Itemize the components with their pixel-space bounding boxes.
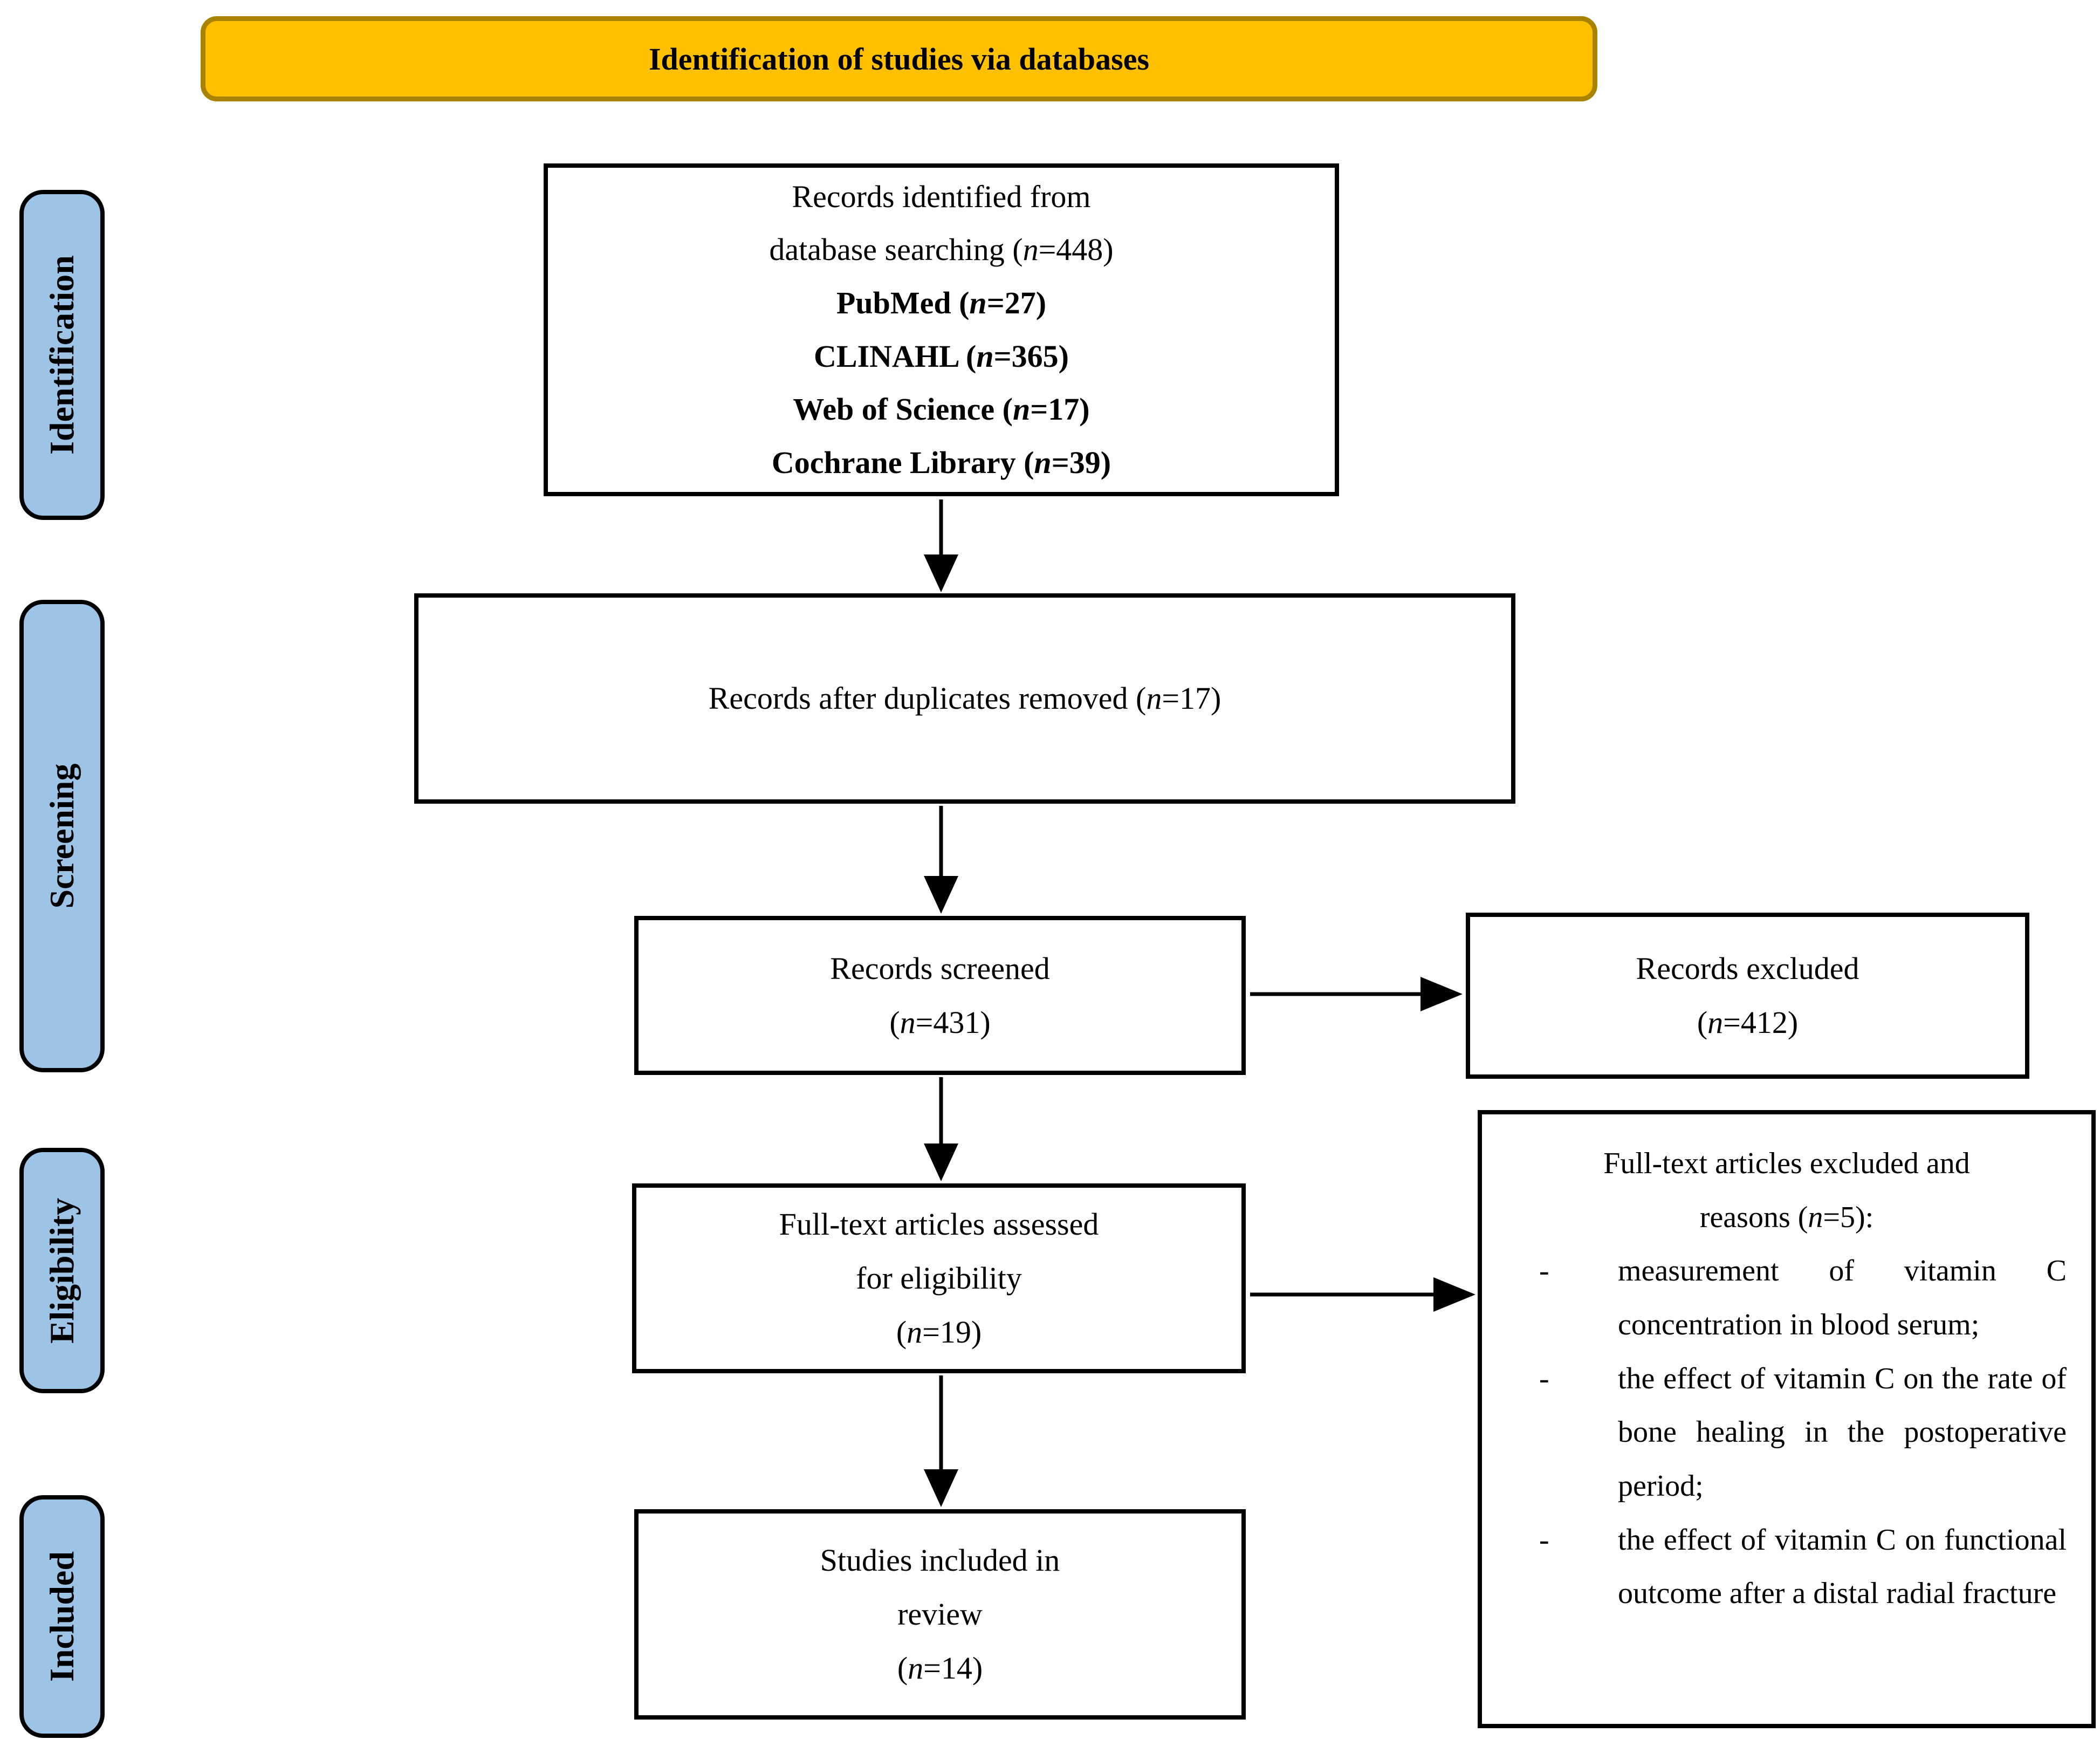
box-records-excluded: Records excluded(n=412) (1466, 913, 2029, 1079)
stage-label-included: Included (19, 1495, 105, 1738)
stage-label-screening: Screening (19, 600, 105, 1072)
box-records-screened: Records screened(n=431) (634, 916, 1246, 1075)
arrow-fulltext-to-included (924, 1375, 958, 1507)
stage-label-eligibility-text: Eligibility (43, 1197, 81, 1344)
arrow-identified-to-deduplicated (924, 499, 958, 592)
arrow-fulltext-to-reasons (1250, 1277, 1476, 1312)
stage-label-screening-text: Screening (43, 763, 81, 909)
banner-identification-via-databases: Identification of studies via databases (201, 16, 1597, 101)
stage-label-included-text: Included (43, 1551, 81, 1682)
box-records-screened-text: Records screened(n=431) (830, 950, 1050, 1040)
stage-label-eligibility: Eligibility (19, 1148, 105, 1393)
box-records-after-duplicates-removed-text: Records after duplicates removed (n=17) (708, 681, 1221, 716)
arrow-screened-to-fulltext (924, 1077, 958, 1181)
box-fulltext-excluded-reasons-list: -measurement of vitamin C concentration … (1539, 1254, 2067, 1611)
banner-title: Identification of studies via databases (648, 41, 1150, 77)
box-records-after-duplicates-removed: Records after duplicates removed (n=17) (414, 593, 1515, 804)
box-records-excluded-text: Records excluded(n=412) (1636, 951, 1859, 1040)
stage-label-identification: Identification (19, 190, 105, 520)
arrow-screened-to-excluded (1250, 977, 1463, 1011)
arrow-deduplicated-to-screened (924, 806, 958, 914)
stage-label-identification-text: Identification (43, 255, 81, 455)
